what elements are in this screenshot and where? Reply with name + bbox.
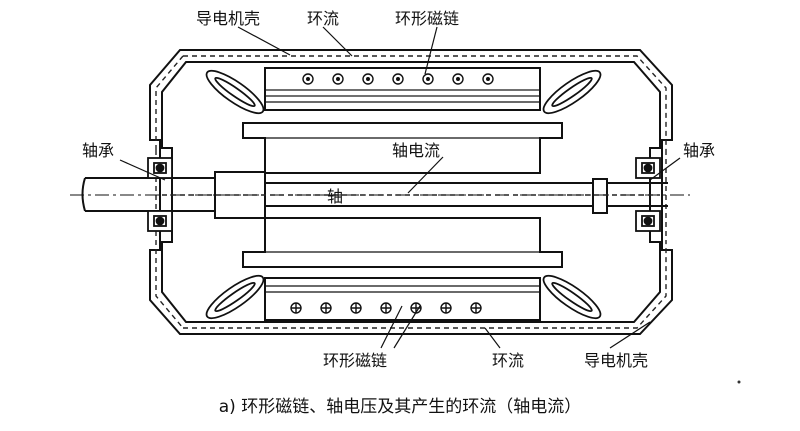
winding-top-left (205, 69, 265, 115)
end-windings (205, 69, 602, 320)
plus-symbol (320, 302, 332, 314)
stator-lower (264, 277, 541, 321)
label-circulating-current-bottom: 环流 (492, 351, 524, 370)
flux-symbols-top (302, 73, 494, 85)
plus-symbol (440, 302, 452, 314)
dot-symbol (302, 73, 314, 85)
plus-symbol (470, 302, 482, 314)
leader-lines (119, 26, 681, 349)
label-shaft-current: 轴电流 (392, 141, 440, 160)
rotor-upper (242, 122, 563, 174)
bearing-left (147, 157, 173, 232)
label-bearing-left: 轴承 (82, 141, 114, 160)
rotor-lower (242, 217, 563, 268)
label-circulating-current-top: 环流 (307, 9, 339, 28)
dot-symbol (482, 73, 494, 85)
label-housing-top: 导电机壳 (196, 9, 260, 28)
label-ring-flux-top: 环形磁链 (395, 9, 459, 28)
dot-symbol (452, 73, 464, 85)
plus-symbol (350, 302, 362, 314)
dot-symbol (422, 73, 434, 85)
label-housing-bottom: 导电机壳 (584, 351, 648, 370)
winding-top-right (542, 69, 602, 115)
stray-dot (737, 380, 741, 384)
bearing-right (635, 157, 661, 232)
plus-symbol (380, 302, 392, 314)
dot-symbol (392, 73, 404, 85)
label-shaft: 轴 (327, 187, 343, 206)
flux-symbols-bottom (290, 302, 482, 314)
dot-symbol (332, 73, 344, 85)
label-ring-flux-bottom: 环形磁链 (323, 351, 387, 370)
figure-caption: a) 环形磁链、轴电压及其产生的环流（轴电流） (219, 397, 581, 417)
label-bearing-right: 轴承 (683, 141, 715, 160)
dot-symbol (362, 73, 374, 85)
winding-bottom-left (205, 274, 265, 320)
plus-symbol (290, 302, 302, 314)
winding-bottom-right (542, 274, 602, 320)
